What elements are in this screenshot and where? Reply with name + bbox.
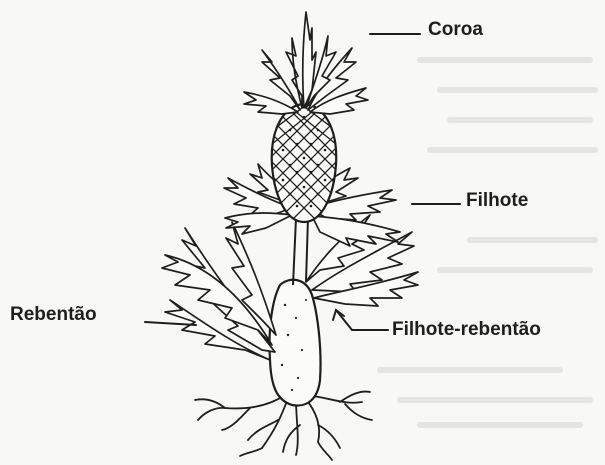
label-filhote: Filhote	[466, 191, 528, 210]
rebentao-leaves	[162, 222, 276, 360]
crown-leaves	[244, 12, 368, 114]
label-filhote-rebentao: Filhote-rebentão	[392, 320, 541, 339]
leader-filhote-rebentao	[336, 310, 388, 330]
stem-base	[269, 280, 320, 406]
label-rebentao: Rebentão	[10, 305, 97, 324]
background-text-bleed	[380, 60, 595, 425]
label-coroa: Coroa	[428, 20, 483, 39]
peduncle	[293, 218, 308, 285]
leader-rebentao	[145, 322, 196, 325]
